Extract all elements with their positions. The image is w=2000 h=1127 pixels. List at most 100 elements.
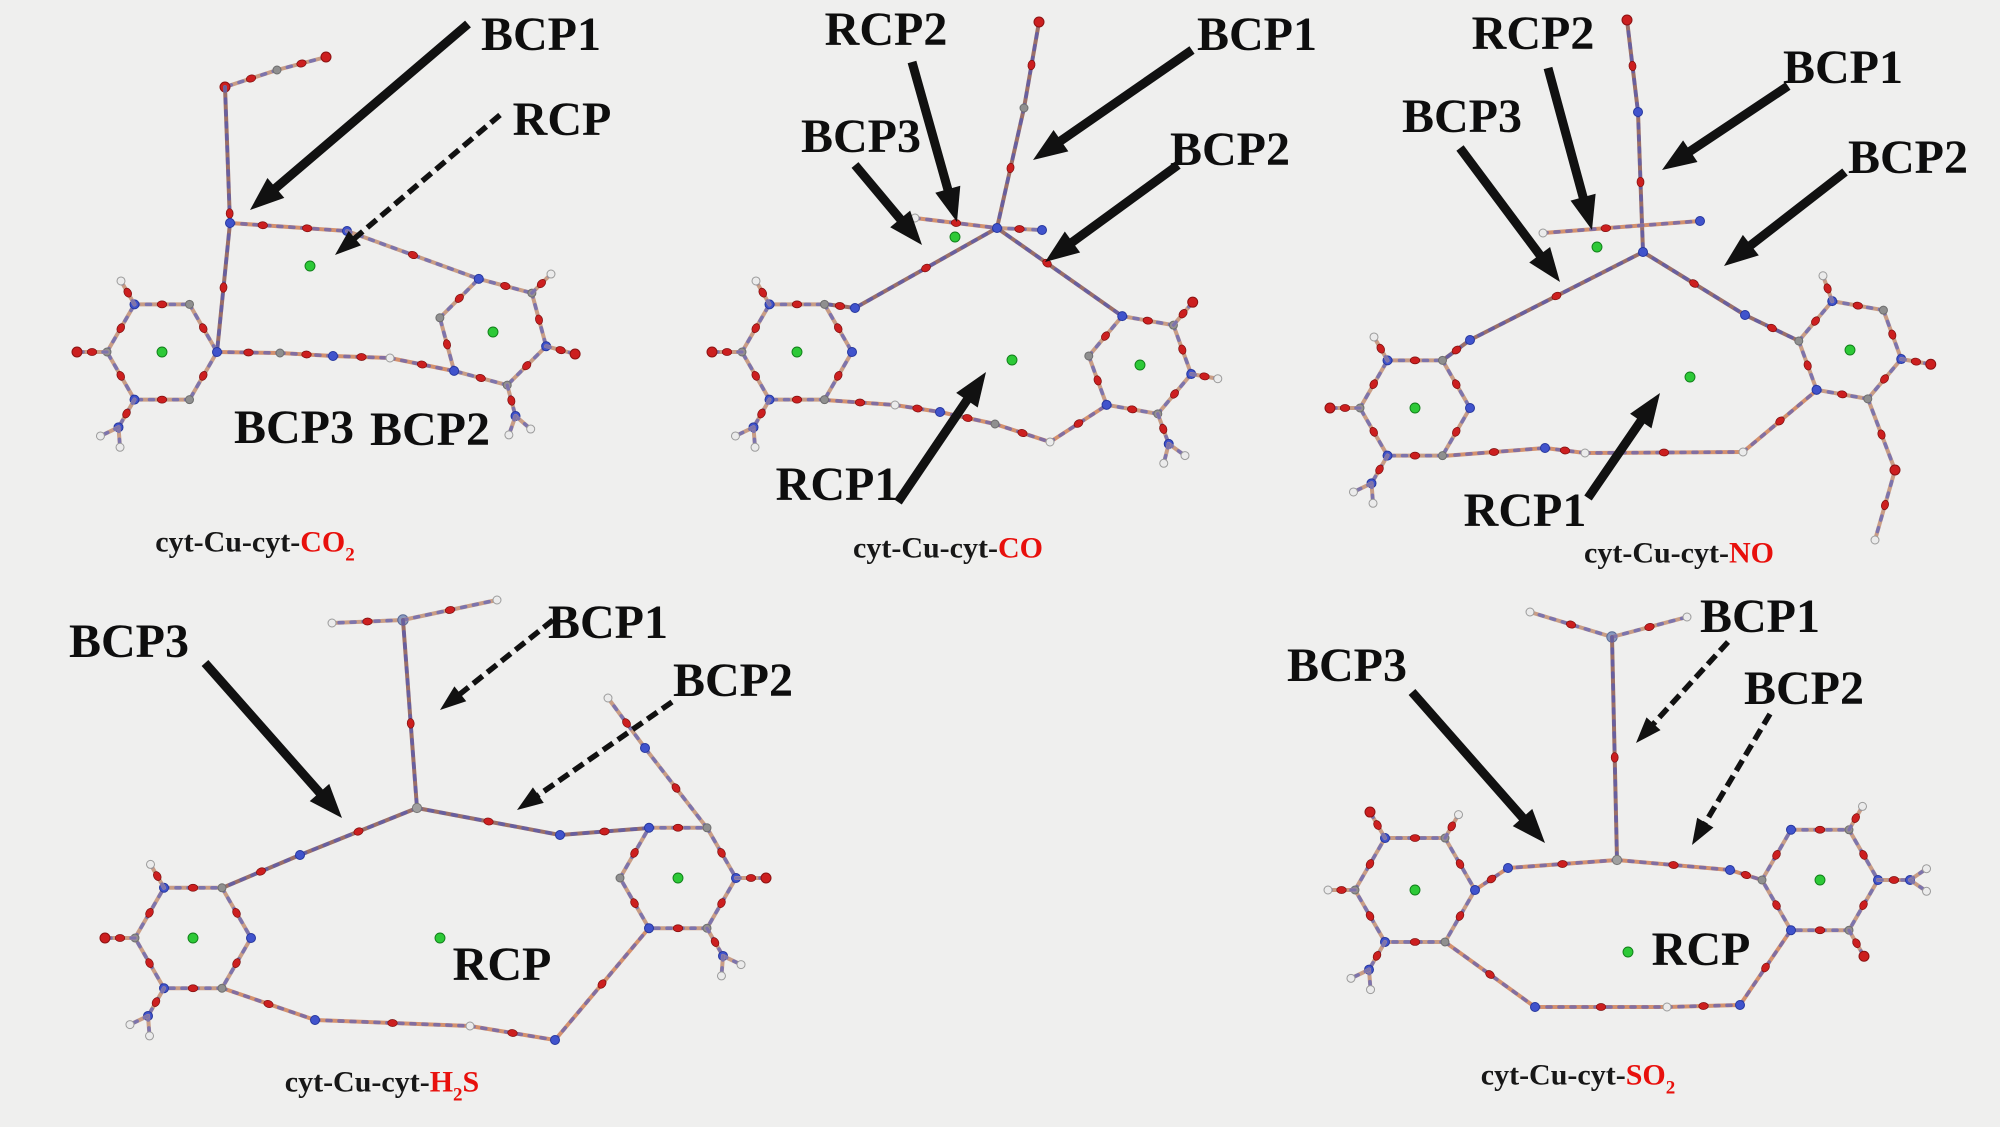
co2-arrow-0: [250, 20, 471, 210]
so2-cytosine-ring-right: [1757, 801, 1932, 962]
no-caption-prefix: cyt-Cu-cyt-: [1584, 536, 1729, 570]
so2-caption-prefix: cyt-Cu-cyt-: [1480, 1058, 1626, 1092]
h2s-label-bcp1: BCP1: [548, 596, 668, 649]
co2-cytosine-ring-right: [435, 269, 581, 440]
co2-bond-chain-5: [215, 348, 456, 373]
no-arrow-3: [1724, 168, 1848, 266]
co2-bond-chain-3: [228, 221, 352, 236]
so2-bond-chain-1: [1610, 612, 1692, 639]
co2-label-bcp1: BCP1: [481, 8, 601, 61]
so2-label-bcp1: BCP1: [1700, 590, 1820, 643]
no-label-bcp1: BCP1: [1783, 41, 1903, 94]
co-bond-chain-5: [823, 398, 1109, 447]
h2s-bond-chain-0: [327, 614, 409, 628]
co-metal-center: [992, 223, 1002, 233]
co-bond-chain-3: [823, 226, 999, 313]
h2s-bond-chain-4: [415, 806, 651, 840]
co-label-rcp2: RCP2: [824, 3, 948, 56]
so2-caption-gas: SO: [1625, 1058, 1666, 1092]
co-label-bcp1: BCP1: [1197, 8, 1317, 61]
co-arrow-0: [907, 60, 961, 222]
h2s-cytosine-ring-right: [615, 822, 772, 981]
co-molecule: [706, 16, 1223, 468]
h2s-ring-critical-points: [187, 872, 684, 944]
so2-label-bcp2: BCP2: [1744, 662, 1864, 715]
no-bond-chain-4: [1441, 388, 1819, 458]
h2s-caption-prefix: cyt-Cu-cyt-: [284, 1065, 430, 1099]
h2s-label-bcp2: BCP2: [673, 654, 793, 707]
co-cytosine-ring-right: [1084, 296, 1223, 468]
h2s-cytosine-ring-left: [99, 859, 256, 1041]
so2-bond-chain-0: [1525, 607, 1618, 643]
no-cytosine-ring-left: [1324, 332, 1475, 508]
co-label-bcp2: BCP2: [1170, 123, 1290, 176]
h2s-metal-center: [411, 802, 423, 814]
h2s-bond-chain-1: [401, 595, 502, 622]
h2s-bond-chain-5: [220, 926, 651, 1045]
no-caption: cyt-Cu-cyt-NO: [1584, 536, 1774, 576]
co2-label-bcp2: BCP2: [370, 403, 490, 456]
co2-bond-chain-0: [219, 51, 332, 93]
no-label-bcp2: BCP2: [1848, 131, 1968, 184]
h2s-annotation-arrows: [201, 617, 674, 818]
co-arrow-1: [1033, 46, 1195, 160]
so2-label-bcp3: BCP3: [1287, 639, 1407, 692]
no-label-bcp3: BCP3: [1402, 90, 1522, 143]
h2s-molecule: [99, 595, 772, 1045]
h2s-label-rcp: RCP: [452, 938, 552, 991]
no-arrow-0: [1543, 66, 1596, 230]
h2s-bond-chain-6: [603, 693, 709, 830]
co-label-bcp3: BCP3: [801, 110, 921, 163]
so2-annotation-arrows: [1408, 640, 1773, 845]
co2-bond-chain-1: [223, 85, 234, 225]
co-annotation-arrows: [851, 46, 1195, 505]
no-bond-chain-3: [1641, 250, 1801, 343]
h2s-arrow-0: [201, 660, 342, 818]
so2-arrow-0: [1408, 689, 1545, 843]
so2-caption: cyt-Cu-cyt-SO2: [1480, 1058, 1675, 1098]
so2-bond-chain-5: [1443, 928, 1793, 1012]
co-caption-prefix: cyt-Cu-cyt-: [853, 531, 998, 565]
h2s-caption-gas-subscript: 2: [453, 1084, 463, 1106]
co-arrow-3: [1045, 161, 1181, 262]
no-caption-gas: NO: [1728, 536, 1774, 570]
co-bond-chain-0: [995, 16, 1045, 230]
so2-ring-critical-points: [1409, 874, 1826, 958]
no-arrow-1: [1662, 82, 1791, 170]
no-bond-chain-2: [1441, 250, 1645, 362]
co2-label-rcp: RCP: [512, 93, 612, 146]
co2-bond-chain-2: [215, 221, 232, 354]
co2-cytosine-ring-left: [71, 276, 222, 452]
co2-caption: cyt-Cu-cyt-CO2: [155, 525, 355, 566]
no-metal-center: [1638, 247, 1648, 257]
no-bond-chain-1: [1538, 216, 1705, 238]
h2s-bond-chain-3: [220, 806, 419, 890]
h2s-caption: cyt-Cu-cyt-H2S: [284, 1065, 479, 1106]
co-bond-chain-2: [995, 225, 1047, 235]
co2-label-bcp3: BCP3: [234, 401, 354, 454]
no-arrow-4: [1584, 393, 1660, 501]
co-ring-critical-points: [791, 231, 1146, 371]
no-cytosine-ring-right: [1794, 271, 1937, 404]
no-annotation-arrows: [1456, 66, 1848, 501]
no-molecule: [1324, 14, 1937, 545]
so2-bond-chain-3: [1473, 858, 1619, 892]
so2-bond-chain-2: [1610, 635, 1619, 862]
co-caption-gas: CO: [997, 531, 1043, 565]
co2-arrow-1: [335, 112, 502, 255]
no-bond-chain-0: [1621, 14, 1645, 254]
co2-molecule: [71, 51, 581, 452]
h2s-bond-chain-2: [401, 618, 419, 810]
co2-caption-gas-subscript: 2: [345, 544, 355, 566]
h2s-arrow-2: [517, 699, 674, 810]
co2-caption-gas: CO: [300, 525, 346, 559]
so2-cytosine-ring-left: [1323, 806, 1480, 995]
so2-arrow-2: [1692, 712, 1773, 845]
h2s-caption-gas: H: [429, 1065, 454, 1099]
so2-label-rcp: RCP: [1651, 923, 1751, 976]
no-arrow-2: [1456, 145, 1560, 282]
co2-caption-prefix: cyt-Cu-cyt-: [155, 525, 301, 559]
co-arrow-4: [894, 372, 986, 505]
